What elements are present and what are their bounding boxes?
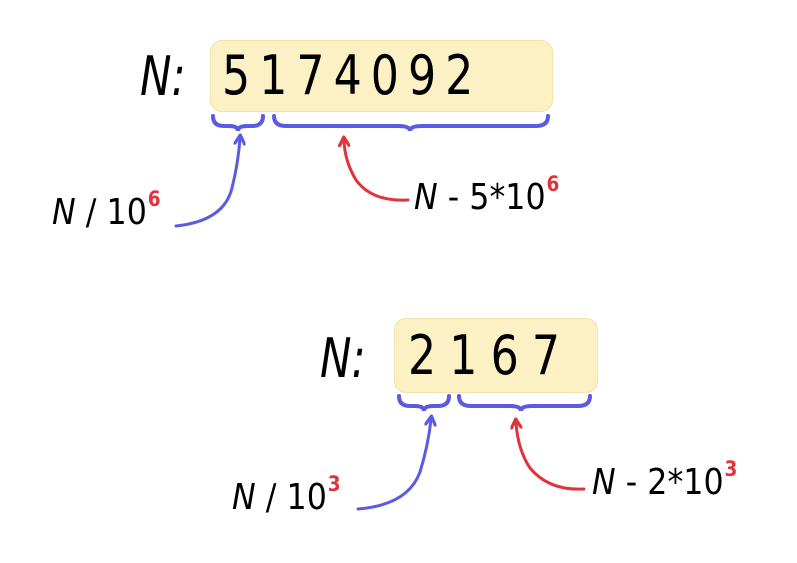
- left-brace: [397, 394, 451, 412]
- formula-variable: N: [592, 462, 616, 503]
- right-brace: [272, 114, 550, 132]
- formula-base: 10: [106, 192, 147, 233]
- formula-coefficient: 5: [469, 177, 490, 218]
- left-arrow: [174, 139, 240, 228]
- formula-operator: /: [85, 192, 97, 233]
- formula-operator: -: [447, 177, 460, 218]
- right-formula: N - 5*106: [414, 174, 559, 218]
- n-label: N:: [140, 45, 186, 108]
- formula-base: 10: [683, 462, 724, 503]
- number-box: 5174092: [210, 40, 553, 112]
- right-brace: [457, 394, 592, 412]
- number-box: 2167: [394, 318, 598, 393]
- n-label: N:: [320, 327, 366, 390]
- formula-base: 10: [505, 177, 546, 218]
- formula-operator: /: [265, 477, 277, 518]
- formula-variable: N: [414, 177, 438, 218]
- formula-times: *: [667, 462, 684, 503]
- formula-exponent: 3: [724, 457, 738, 481]
- formula-exponent: 6: [147, 187, 161, 211]
- formula-exponent: 6: [546, 172, 560, 196]
- formula-times: *: [489, 177, 506, 218]
- number-digits: 5174092: [222, 44, 483, 107]
- formula-coefficient: 2: [647, 462, 668, 503]
- left-formula: N / 103: [232, 474, 341, 518]
- right-arrow: [516, 423, 586, 491]
- left-arrow: [356, 420, 431, 511]
- right-formula: N - 2*103: [592, 459, 737, 503]
- formula-operator: -: [625, 462, 638, 503]
- number-digits: 2167: [408, 324, 574, 387]
- example-1: N: 5174092 N / 106 N - 5*106: [0, 0, 797, 270]
- formula-variable: N: [232, 477, 256, 518]
- left-brace: [211, 114, 265, 132]
- right-arrow: [344, 141, 410, 202]
- formula-variable: N: [52, 192, 76, 233]
- formula-exponent: 3: [327, 472, 341, 496]
- left-formula: N / 106: [52, 189, 161, 233]
- formula-base: 10: [286, 477, 327, 518]
- example-2: N: 2167 N / 103 N - 2*103: [0, 270, 797, 563]
